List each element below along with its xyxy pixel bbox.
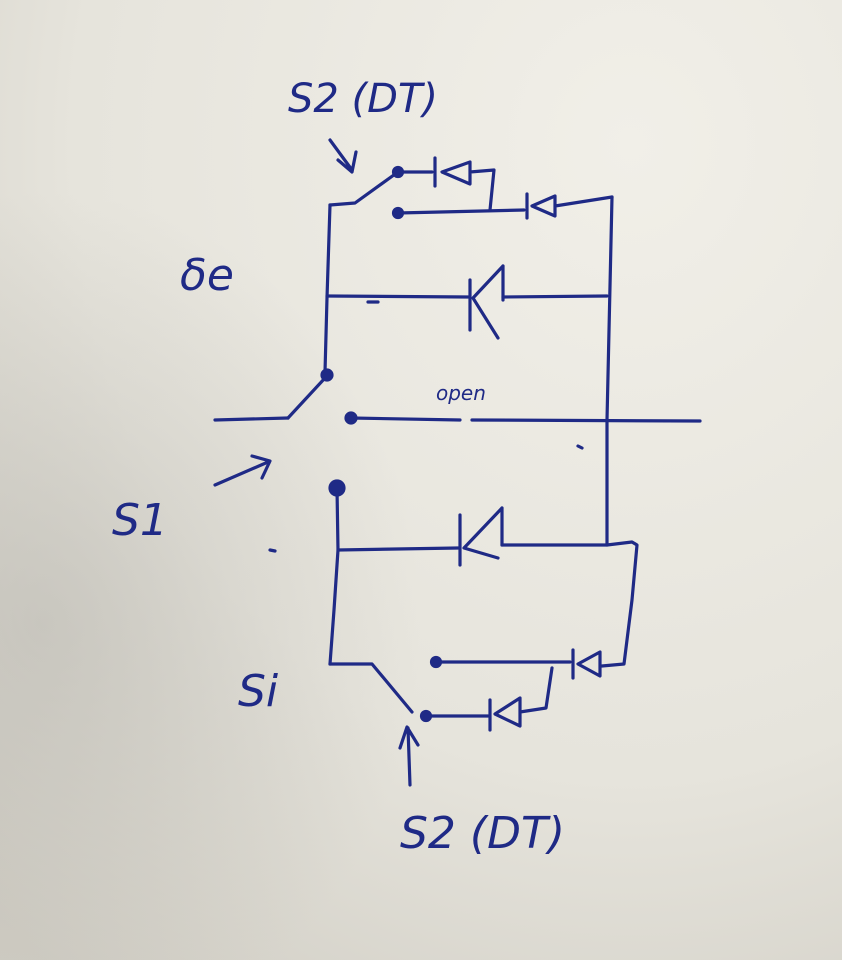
- delta-e-main-diode: [468, 264, 505, 340]
- s1-arrow-icon: [213, 454, 272, 487]
- lower-s2-common-wire: [328, 662, 414, 714]
- lower-s2-arrow-icon: [398, 725, 420, 787]
- upper-s2-common-wire: [328, 170, 400, 207]
- open-wire: [349, 416, 702, 423]
- lower-main-wire-left: [336, 546, 460, 552]
- upper-s2-wire-b: [396, 208, 526, 215]
- s1-input-wire: [213, 416, 290, 422]
- lower-main-wire-right: [500, 540, 639, 668]
- s1-contact-upper: [320, 368, 334, 382]
- label-si: Si: [238, 666, 279, 717]
- lower-main-diode: [458, 506, 504, 567]
- label-s1: S1: [112, 495, 168, 546]
- tick-mark-3: [268, 548, 277, 553]
- upper-diode-2: [525, 192, 614, 220]
- delta-e-main-wire-left: [325, 294, 470, 299]
- tick-mark-2: [576, 444, 584, 450]
- upper-s2-arrow-icon: [328, 138, 358, 174]
- lower-diode-1: [571, 648, 602, 680]
- delta-e-left-rail: [323, 203, 332, 374]
- s1-blade: [286, 376, 327, 420]
- upper-diode-1: [433, 156, 496, 212]
- lower-diode-2: [488, 666, 554, 732]
- label-s2-bottom: S2 (DT): [400, 808, 565, 859]
- label-s2-top: S2 (DT): [288, 76, 438, 122]
- si-left-rail: [328, 486, 340, 666]
- delta-e-main-wire-right: [501, 294, 609, 299]
- label-delta-e: δe: [180, 250, 234, 301]
- label-open: open: [436, 381, 486, 405]
- ink-strokes: [213, 138, 702, 787]
- right-bus-wire: [605, 195, 614, 547]
